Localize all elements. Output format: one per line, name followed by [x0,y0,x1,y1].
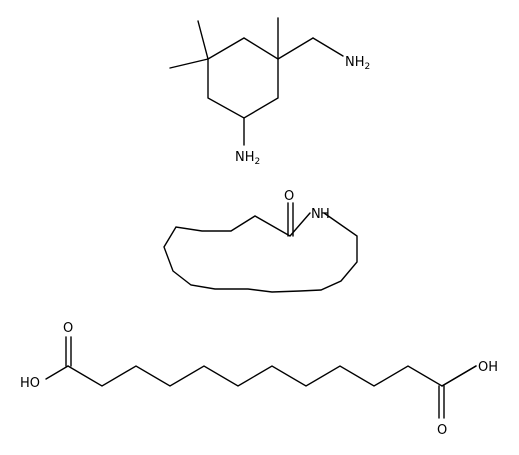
ring-bonds [207,37,279,119]
aliphatic-chain-bonds [67,365,477,387]
amide-h-label: H [320,207,330,222]
amide-n-label: N [311,207,321,222]
right-carbonyl-o-label: O [437,423,447,438]
left-hydroxyl-label: HO [20,376,40,391]
aminomethyl-bond-1 [277,37,314,60]
left-hydroxyl-bond [45,365,69,380]
right-hydroxyl-label: OH [478,360,498,375]
right-hydroxyl-bond [441,365,477,387]
aminomethyl-nh2-label: NH2 [345,55,370,72]
carbonyl-o-label: O [284,189,294,204]
lactam-ring-bonds [163,212,358,293]
molecule-dodecanedioic-acid: O HO OH O [20,321,498,438]
molecule-laurolactam: O N H [163,189,358,293]
ring-nh2-label: NH2 [235,150,260,167]
molecule-isophoronediamine: NH2 NH2 [169,17,370,167]
methyl-bond-2 [169,58,209,69]
methyl-bond-1 [197,20,209,60]
left-carbonyl-o-label: O [63,321,73,336]
aminomethyl-bond-2 [312,37,344,57]
